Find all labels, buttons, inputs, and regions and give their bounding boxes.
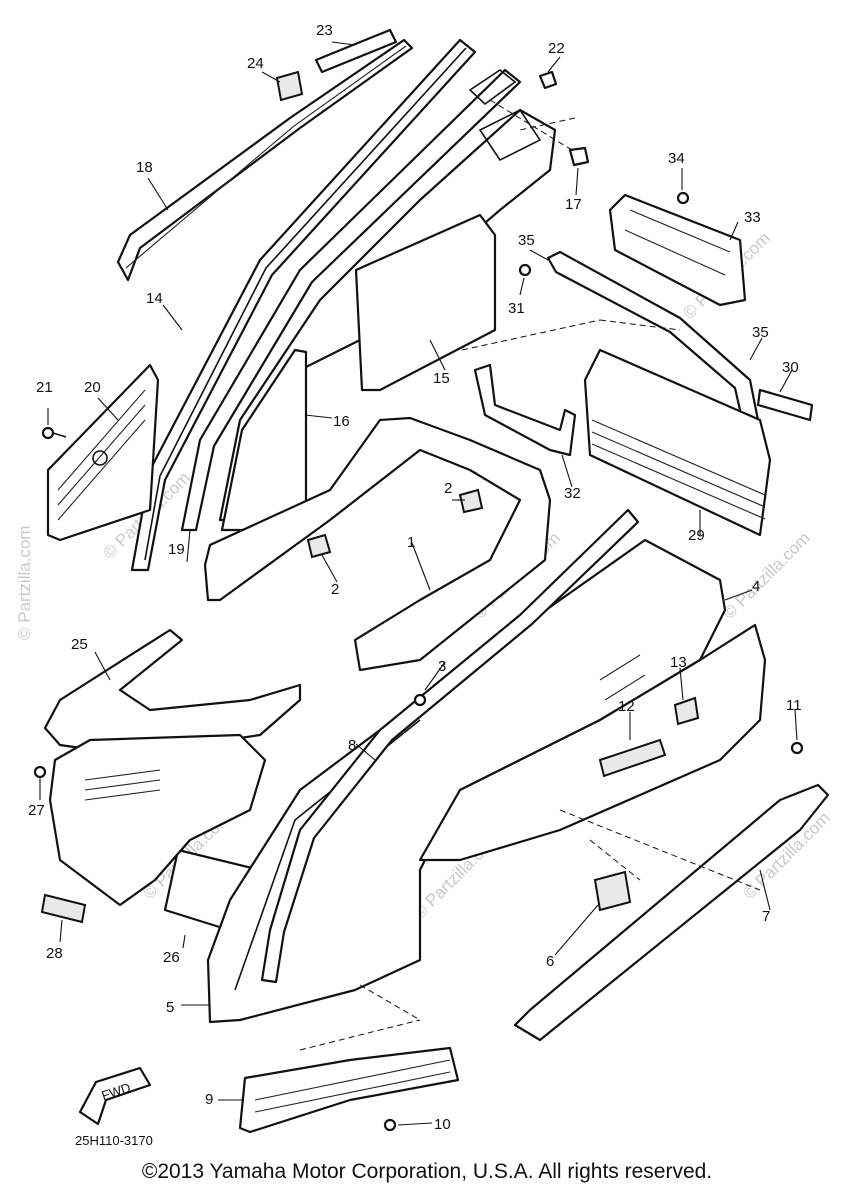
callout-19: 19 [168,541,185,558]
callout-28: 28 [46,945,63,962]
callout-2-lower: 2 [331,581,339,598]
part-6-pad [593,870,632,912]
callout-24: 24 [247,55,264,72]
callout-11: 11 [786,697,802,714]
part-31-bolt [518,263,532,277]
part-22-bolt [538,70,558,90]
part-28-badge [40,893,87,924]
part-32-bracket [473,363,577,457]
leader-lines [39,41,798,1126]
parts-diagram: © Partzilla.com © Partzilla.com © Partzi… [15,22,834,1148]
callout-14: 14 [146,290,163,307]
part-19-rail [180,68,522,532]
callout-34: 34 [668,150,685,167]
callout-7: 7 [762,908,770,925]
callout-15: 15 [433,370,450,387]
part-2-pad [306,488,484,559]
callout-17: 17 [565,196,582,213]
part-27-screw [33,765,47,779]
callout-9: 9 [205,1091,213,1108]
part-23-strip [314,28,398,74]
callouts: 23 24 22 18 17 34 33 35 31 14 35 21 20 1… [28,22,802,1133]
part-30-bar [756,388,814,422]
callout-21: 21 [36,379,53,396]
callout-25: 25 [71,636,88,653]
part-11-bolt [790,741,804,755]
callout-20: 20 [84,379,101,396]
part-9-rail [238,1046,460,1134]
callout-8: 8 [348,737,356,754]
callout-29: 29 [688,527,705,544]
callout-6: 6 [546,953,554,970]
callout-33: 33 [744,209,761,226]
part-7-rail [513,783,830,1042]
part-16-panel [220,348,308,532]
callout-22: 22 [548,40,565,57]
watermark-text: © Partzilla.com [719,528,813,622]
front-body [48,733,267,907]
guide-lines [299,99,761,1051]
callout-13: 13 [670,654,687,671]
part-34-screw [676,191,690,205]
callout-23: 23 [316,22,333,39]
callout-2-upper: 2 [444,480,452,497]
callout-1: 1 [407,534,415,551]
part-33-bracket [608,193,747,307]
fwd-arrow-icon: FWD [78,1066,152,1126]
part-18-trim [116,38,414,282]
part-3-bolt [413,693,427,707]
part-13-emblem [673,696,700,726]
callout-5: 5 [166,999,174,1016]
part-8-gunwale [260,508,640,984]
part-21-bolt [41,426,67,440]
callout-30: 30 [782,359,799,376]
part-10-screw [383,1118,397,1132]
diagram-code: 25H110-3170 [75,1133,153,1148]
part-12-emblem [598,738,667,778]
callout-32: 32 [564,485,581,502]
callout-18: 18 [136,159,153,176]
callout-27: 27 [28,802,45,819]
part-14-rail [130,38,477,572]
callout-16: 16 [333,413,350,430]
callout-31: 31 [508,300,525,317]
part-29-grille [583,348,772,537]
part-20-grille [46,363,160,542]
callout-4: 4 [752,578,760,595]
callout-35-top: 35 [518,232,535,249]
watermark-text: © Partzilla.com [15,525,34,640]
copyright-notice: ©2013 Yamaha Motor Corporation, U.S.A. A… [141,1160,713,1183]
callout-26: 26 [163,949,180,966]
part-24-pad [275,70,304,102]
callout-35-right: 35 [752,324,769,341]
part-17-nut [568,146,590,167]
callout-12: 12 [618,698,635,715]
part-15-window [354,213,497,392]
part-4-rear [418,623,767,862]
callout-3: 3 [438,658,446,675]
part-1-frame [203,416,552,672]
callout-10: 10 [434,1116,451,1133]
